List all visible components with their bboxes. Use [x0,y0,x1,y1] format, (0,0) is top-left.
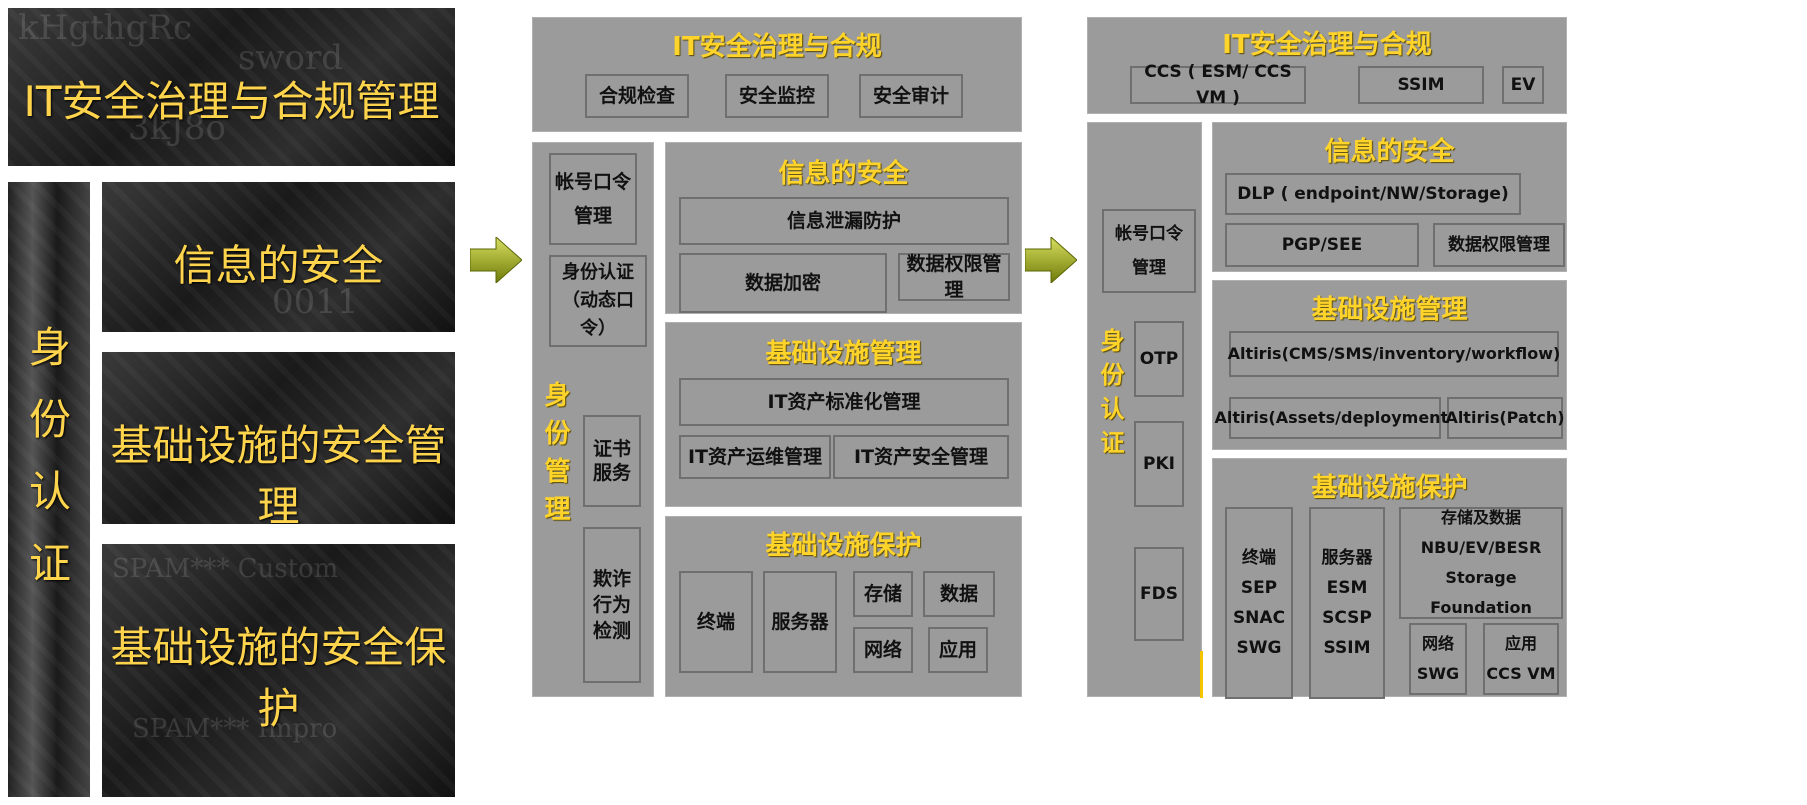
asset-standard-box: IT资产标准化管理 [679,378,1009,426]
identity-vertical-title: 身份认证 [29,323,72,588]
ev-box: EV [1502,66,1544,104]
right-identity-vertical-title: 身份认证 [1092,328,1128,464]
pki-box: PKI [1134,421,1184,507]
altiris-assets-box: Altiris(Assets/deployment) [1214,397,1456,439]
app-box: 应用 [928,627,988,673]
bg-text: sword [238,38,344,78]
mid-infra-prot-title: 基础设施保护 [765,531,922,561]
right-data-rights-box: 数据权限管理 [1433,223,1565,267]
right-infra-prot-title: 基础设施保护 [1311,473,1468,503]
bg-text: kHgthgRc [18,8,192,48]
mid-infra-prot-panel: 基础设施保护 终端 服务器 存储 数据 网络 应用 [665,516,1022,697]
ssim-box: SSIM [1358,66,1484,104]
bg-text: 3kJ8o [128,108,226,148]
left-governance-panel: kHgthgRc sword 3kJ8o IT安全治理与合规管理 [8,8,455,166]
ccs-box: CCS ( ESM/ CCS VM ) [1130,62,1306,108]
dlp-product-box: DLP ( endpoint/NW/Storage) [1225,173,1521,215]
otp-box: OTP [1134,321,1184,397]
mid-infra-mgmt-panel: 基础设施管理 IT资产标准化管理 IT资产运维管理 IT资产安全管理 [665,322,1022,507]
left-identity-panel: 身份认证 [8,182,90,797]
fds-box: FDS [1134,547,1184,641]
bg-text: SPAM*** Impro [132,714,338,744]
pgp-box: PGP/SEE [1225,223,1419,267]
right-account-password-box: 帐号口令 管理 [1102,209,1196,293]
data-box: 数据 [923,571,995,617]
right-governance-title: IT安全治理与合规 [1222,30,1432,60]
compliance-check-box: 合规检查 [585,74,689,118]
altiris-patch-box: Altiris(Patch) [1445,397,1565,439]
left-infra-mgmt-panel: 基础设施的安全管理 [102,352,455,524]
right-app-box: 应用 CCS VM [1483,623,1559,695]
left-info-panel: 0011 信息的安全 [102,182,455,332]
left-infra-prot-panel: SPAM*** Custom SPAM*** Impro 基础设施的安全保护 [102,544,455,797]
yellow-accent-bar [1200,651,1203,698]
encrypt-box: 数据加密 [679,253,887,313]
server-box: 服务器 [763,571,837,673]
right-storage-box: 存储及数据 NBU/EV/BESR Storage Foundation [1399,507,1563,619]
infra-prot-title: 基础设施的安全保护 [110,623,447,733]
asset-ops-box: IT资产运维管理 [679,435,831,479]
right-info-title: 信息的安全 [1324,137,1455,167]
asset-security-box: IT资产安全管理 [833,435,1009,479]
mid-identity-panel: 帐号口令 管理 身份认证 （动态口令） 身份管理 证书 服务 欺诈 行为 检测 [532,142,654,697]
info-security-title: 信息的安全 [173,241,384,290]
security-audit-box: 安全审计 [859,74,963,118]
right-identity-panel: 帐号口令 管理 身份认证 OTP PKI FDS [1087,122,1203,698]
endpoint-box: 终端 [679,571,753,673]
cert-service-box: 证书 服务 [583,415,641,507]
right-infra-mgmt-title: 基础设施管理 [1311,295,1468,325]
right-endpoint-box: 终端 SEP SNAC SWG [1225,507,1293,699]
mid-info-panel: 信息的安全 信息泄漏防护 数据加密 数据权限管理 [665,142,1022,314]
governance-title: IT安全治理与合规管理 [23,77,440,126]
mid-info-title: 信息的安全 [778,159,909,189]
arrow-right-icon [1025,237,1077,283]
mid-governance-title: IT安全治理与合规 [672,32,882,62]
security-monitor-box: 安全监控 [725,74,829,118]
right-server-box: 服务器 ESM SCSP SSIM [1309,507,1385,699]
right-infra-prot-panel: 基础设施保护 终端 SEP SNAC SWG 服务器 ESM SCSP SSIM… [1212,458,1567,699]
infra-mgmt-title: 基础设施的安全管理 [110,421,447,524]
storage-box: 存储 [853,571,913,617]
mid-governance-panel: IT安全治理与合规 合规检查 安全监控 安全审计 [532,17,1022,132]
right-identity-title: 身份认证 [1096,328,1124,464]
right-governance-panel: IT安全治理与合规 CCS ( ESM/ CCS VM ) SSIM EV [1087,17,1567,114]
network-box: 网络 [853,627,913,673]
mid-infra-mgmt-title: 基础设施管理 [765,339,922,369]
fraud-detect-box: 欺诈 行为 检测 [583,527,641,683]
identity-mgmt-title: 身份管理 [540,381,570,533]
identity-auth-box: 身份认证 （动态口令） [549,255,647,347]
bg-text: SPAM*** Custom [112,554,339,584]
identity-mgmt-vertical-title: 身份管理 [537,381,573,533]
bg-text: 0011 [272,282,359,322]
dlp-box: 信息泄漏防护 [679,197,1009,245]
account-password-box: 帐号口令 管理 [549,153,637,245]
data-rights-box: 数据权限管理 [898,253,1010,301]
right-infra-mgmt-panel: 基础设施管理 Altiris(CMS/SMS/inventory/workflo… [1212,280,1567,450]
arrow-right-icon [470,237,522,283]
right-network-box: 网络 SWG [1409,623,1467,695]
altiris-cms-box: Altiris(CMS/SMS/inventory/workflow) [1228,331,1560,377]
right-info-panel: 信息的安全 DLP ( endpoint/NW/Storage) PGP/SEE… [1212,122,1567,272]
